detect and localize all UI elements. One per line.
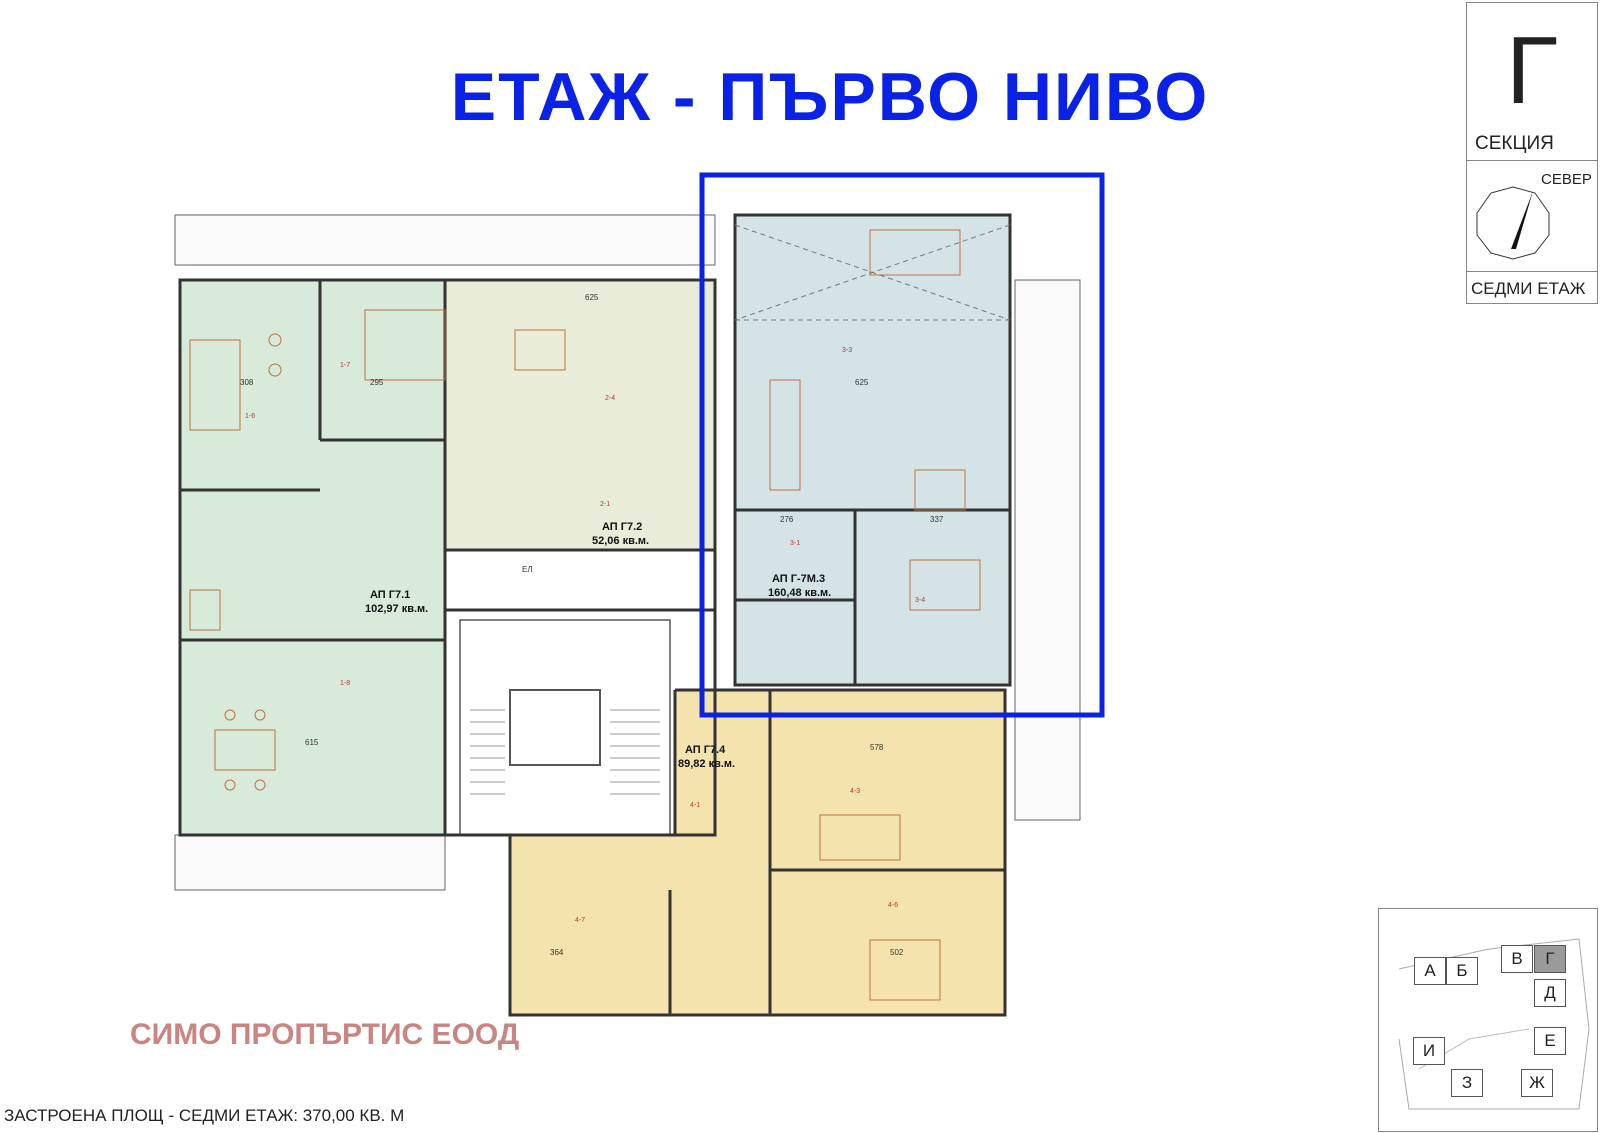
apartment-area: 52,06 кв.м.: [592, 535, 649, 547]
room-tag: 3-1: [790, 540, 800, 547]
dimension-label: 625: [855, 378, 869, 387]
room-tag: 4-1: [690, 802, 700, 809]
page-title: ЕТАЖ - ПЪРВО НИВО: [450, 59, 1210, 135]
apartment-area: 102,97 кв.м.: [365, 603, 428, 615]
room-tag: 1-6: [245, 413, 255, 420]
apartment-area: 89,82 кв.м.: [678, 758, 735, 770]
floor-label: СЕДМИ ЕТАЖ: [1471, 279, 1586, 298]
dimension-label: 276: [780, 515, 794, 524]
section-label: СЕКЦИЯ: [1475, 133, 1554, 154]
site-outline: [1398, 938, 1590, 1110]
dimension-label: 578: [870, 743, 884, 752]
section-info-box: Г СЕКЦИЯ СЕВЕР СЕДМИ ЕТАЖ: [1466, 2, 1598, 304]
room-tag: 2-1: [600, 501, 610, 508]
block-zh: Ж: [1521, 1069, 1553, 1097]
block-e: Е: [1534, 1027, 1566, 1055]
room-tag: 3-4: [915, 597, 925, 604]
block-v: В: [1501, 945, 1533, 973]
dimension-label: 615: [305, 738, 319, 747]
south-terrace: [174, 834, 446, 891]
apartment-g74-area: [510, 690, 1005, 1015]
site-key-map: А Б В Г Д Е Ж З И: [1378, 908, 1598, 1132]
elevator: [509, 689, 601, 766]
room-tag: 1-8: [340, 680, 350, 687]
apartment-name: АП Г7.1: [370, 589, 410, 601]
walls: [178, 213, 1012, 1017]
apartment-g71-area: [180, 280, 445, 835]
room-tag: 3-3: [842, 347, 852, 354]
north-terrace: [174, 214, 716, 266]
dimension-label: 364: [550, 948, 564, 957]
built-area-footer: ЗАСТРОЕНА ПЛОЩ - СЕДМИ ЕТАЖ: 370,00 КВ. …: [4, 1106, 405, 1125]
apartment-g7m3-area: [735, 215, 1010, 685]
block-i: И: [1413, 1037, 1445, 1065]
dimension-label: 625: [585, 293, 599, 302]
void-diagonals: [734, 224, 1011, 321]
block-b: Б: [1446, 957, 1478, 985]
stairs: [470, 709, 660, 795]
company-watermark: СИМО ПРОПЪРТИС ЕООД: [130, 1018, 520, 1051]
apartment-g72-area: [445, 280, 715, 550]
dimension-label: 502: [890, 948, 904, 957]
apartment-name: АП Г7.2: [602, 521, 642, 533]
floor-plan: 308 295 625 625 615 578 364 502 337 276 …: [174, 172, 1105, 1017]
room-tag: 1-7: [340, 362, 350, 369]
block-d: Д: [1534, 979, 1566, 1007]
dimension-label: 337: [930, 515, 944, 524]
east-terrace: [1014, 279, 1081, 821]
room-tag: 2-4: [605, 395, 615, 402]
room-tag: 4-3: [850, 788, 860, 795]
apartment-area: 160,48 кв.м.: [768, 587, 831, 599]
block-z: З: [1451, 1069, 1483, 1097]
room-tag: ЕЛ: [522, 565, 533, 574]
highlight-frame: [699, 172, 1105, 718]
apartment-name: АП Г7.4: [685, 744, 726, 756]
block-g-selected: Г: [1534, 945, 1566, 973]
dimension-label: 308: [240, 378, 254, 387]
block-a: А: [1414, 957, 1446, 985]
room-tag: 4-7: [575, 917, 585, 924]
apartment-name: АП Г-7М.3: [772, 573, 825, 585]
compass-icon: [1476, 186, 1550, 260]
north-label: СЕВЕР: [1541, 171, 1592, 188]
divider: [1467, 271, 1597, 272]
section-letter: Г: [1506, 17, 1558, 124]
dimension-label: 295: [370, 378, 384, 387]
room-tag: 4-6: [888, 902, 898, 909]
furniture: [189, 229, 981, 1001]
divider: [1467, 160, 1597, 161]
